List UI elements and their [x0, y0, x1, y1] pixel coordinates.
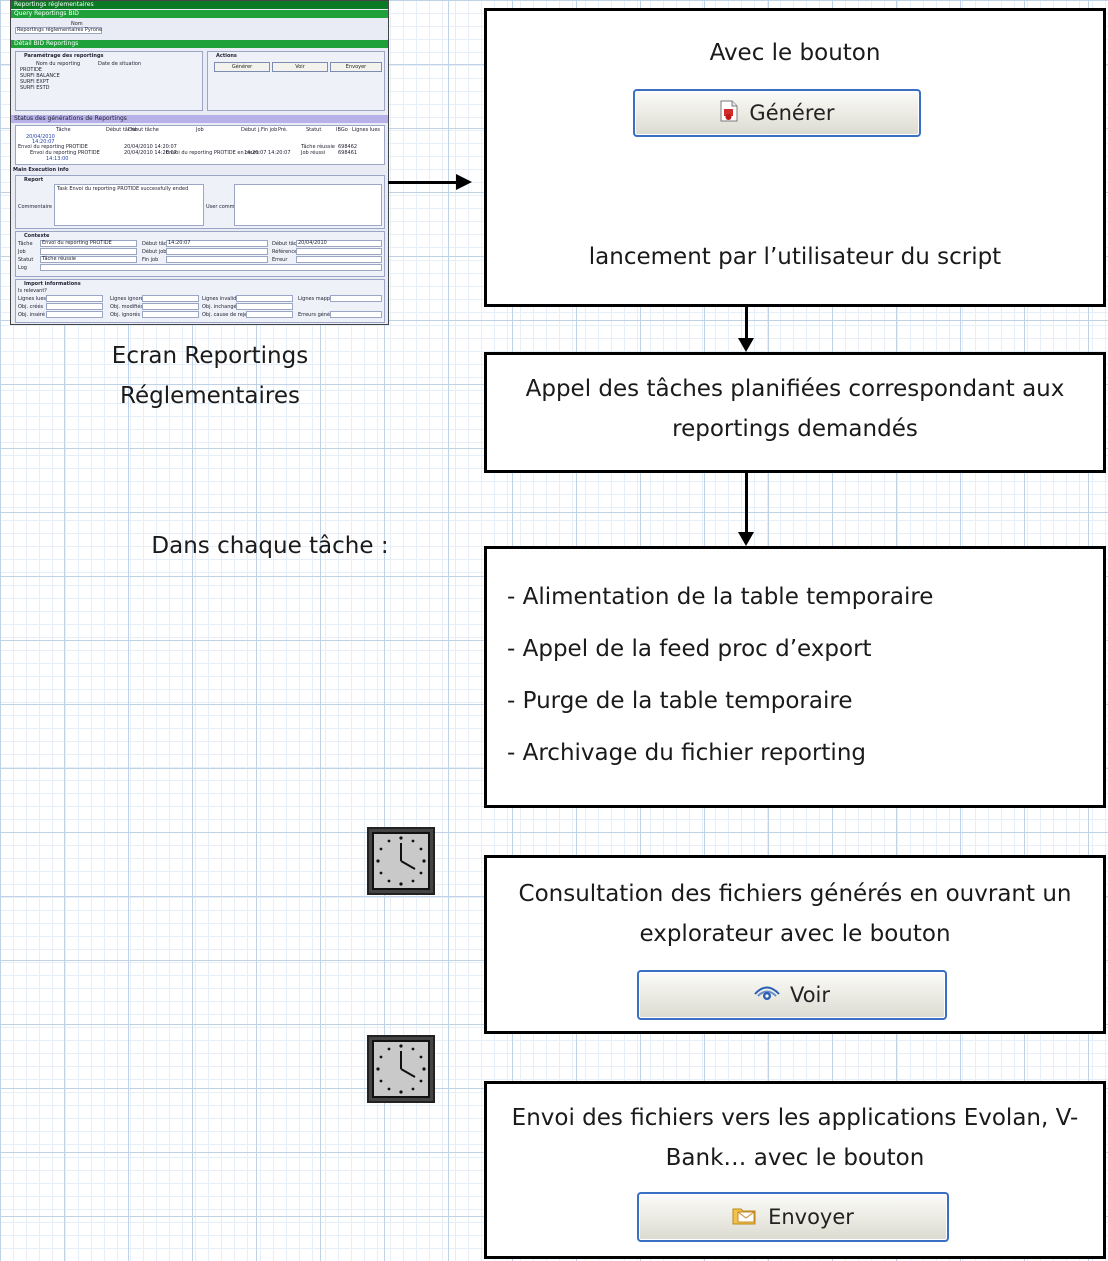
reportings-screen-thumbnail: Reportings réglementaires Query Reportin… — [10, 0, 389, 325]
send-button-label: Envoyer — [768, 1205, 854, 1229]
query-field[interactable]: Reportings réglementaires Pyrone — [15, 27, 103, 34]
clock-icon — [367, 1035, 435, 1103]
task-step-item: - Alimentation de la table temporaire — [507, 584, 934, 610]
eye-icon — [754, 983, 780, 1007]
context-panel: Contexte Tâche Envoi du reporting PROTID… — [15, 231, 385, 277]
box4-line-2: explorateur avec le bouton — [639, 921, 951, 947]
send-files-box: Envoi des fichiers vers les applications… — [484, 1081, 1106, 1259]
mini-generate-button[interactable]: Générer — [214, 62, 270, 72]
reporting-row[interactable]: SURFI BALANCE — [20, 73, 60, 79]
box2-line-1: Appel des tâches planifiées correspondan… — [525, 376, 1065, 402]
reporting-row[interactable]: SURFI ESTD — [20, 85, 50, 91]
query-header-bar: Query Reportings BID — [11, 10, 388, 18]
arrow-line-1 — [745, 307, 748, 339]
step-generate-box: Avec le bouton Générer lancement par l’u… — [484, 8, 1106, 307]
arrow-line-2 — [745, 473, 748, 533]
box5-line-2: Bank… avec le bouton — [665, 1145, 925, 1171]
box5-line-1: Envoi des fichiers vers les applications… — [511, 1105, 1079, 1131]
box1-line-2: lancement par l’utilisateur du script — [588, 244, 1002, 270]
each-task-label: Dans chaque tâche : — [151, 533, 389, 559]
view-files-box: Consultation des fichiers générés en ouv… — [484, 855, 1106, 1034]
caption-line-1: Ecran Reportings — [111, 343, 309, 369]
task-step-item: - Purge de la table temporaire — [507, 688, 853, 714]
mini-send-button[interactable]: Envoyer — [330, 62, 382, 72]
box2-line-2: reportings demandés — [672, 416, 918, 442]
reporting-row[interactable]: SURFI EXPT — [20, 79, 49, 85]
status-table: Tâche Début tâche Début tâche Job Début … — [15, 125, 385, 165]
actions-panel: Actions Générer Voir Envoyer — [207, 51, 385, 111]
reporting-row[interactable]: PROTIDE — [20, 67, 42, 73]
box1-line-1: Avec le bouton — [709, 40, 881, 66]
params-panel: Paramétrage des reportings Nom du report… — [15, 51, 203, 111]
view-button[interactable]: Voir — [637, 970, 947, 1020]
task-step-item: - Appel de la feed proc d’export — [507, 636, 872, 662]
arrow-head-1 — [738, 338, 754, 352]
generate-button-label: Générer — [749, 101, 835, 125]
clock-icon — [367, 827, 435, 895]
arrow-head-2 — [738, 532, 754, 546]
folder-envelope-icon — [732, 1205, 758, 1230]
status-bar: Status des générations de Reportings — [11, 115, 388, 123]
arrow-line-right — [388, 181, 458, 184]
arrow-head-right — [456, 174, 472, 190]
generate-report-icon — [719, 100, 739, 127]
generate-button[interactable]: Générer — [633, 89, 921, 137]
send-button[interactable]: Envoyer — [637, 1192, 949, 1242]
screenshot-caption: Ecran Reportings Réglementaires — [60, 336, 360, 416]
report-panel: Report Task Envoi du reporting PROTIDE s… — [15, 175, 385, 229]
query-label: Nom — [71, 21, 83, 27]
tabs[interactable]: Main Execution info — [13, 167, 69, 173]
task-steps-box: - Alimentation de la table temporaire - … — [484, 546, 1106, 808]
detail-bar: Détail BID Reportings — [11, 40, 388, 48]
user-comment-field[interactable] — [234, 184, 382, 226]
step-scheduled-tasks-box: Appel des tâches planifiées correspondan… — [484, 352, 1106, 473]
caption-line-2: Réglementaires — [120, 383, 300, 409]
task-step-item: - Archivage du fichier reporting — [507, 740, 866, 766]
box4-line-1: Consultation des fichiers générés en ouv… — [518, 881, 1072, 907]
mini-view-button[interactable]: Voir — [272, 62, 328, 72]
window-title: Reportings réglementaires — [11, 1, 388, 9]
import-panel: Import informations Is relevant? Lignes … — [15, 279, 385, 323]
view-button-label: Voir — [789, 983, 831, 1007]
